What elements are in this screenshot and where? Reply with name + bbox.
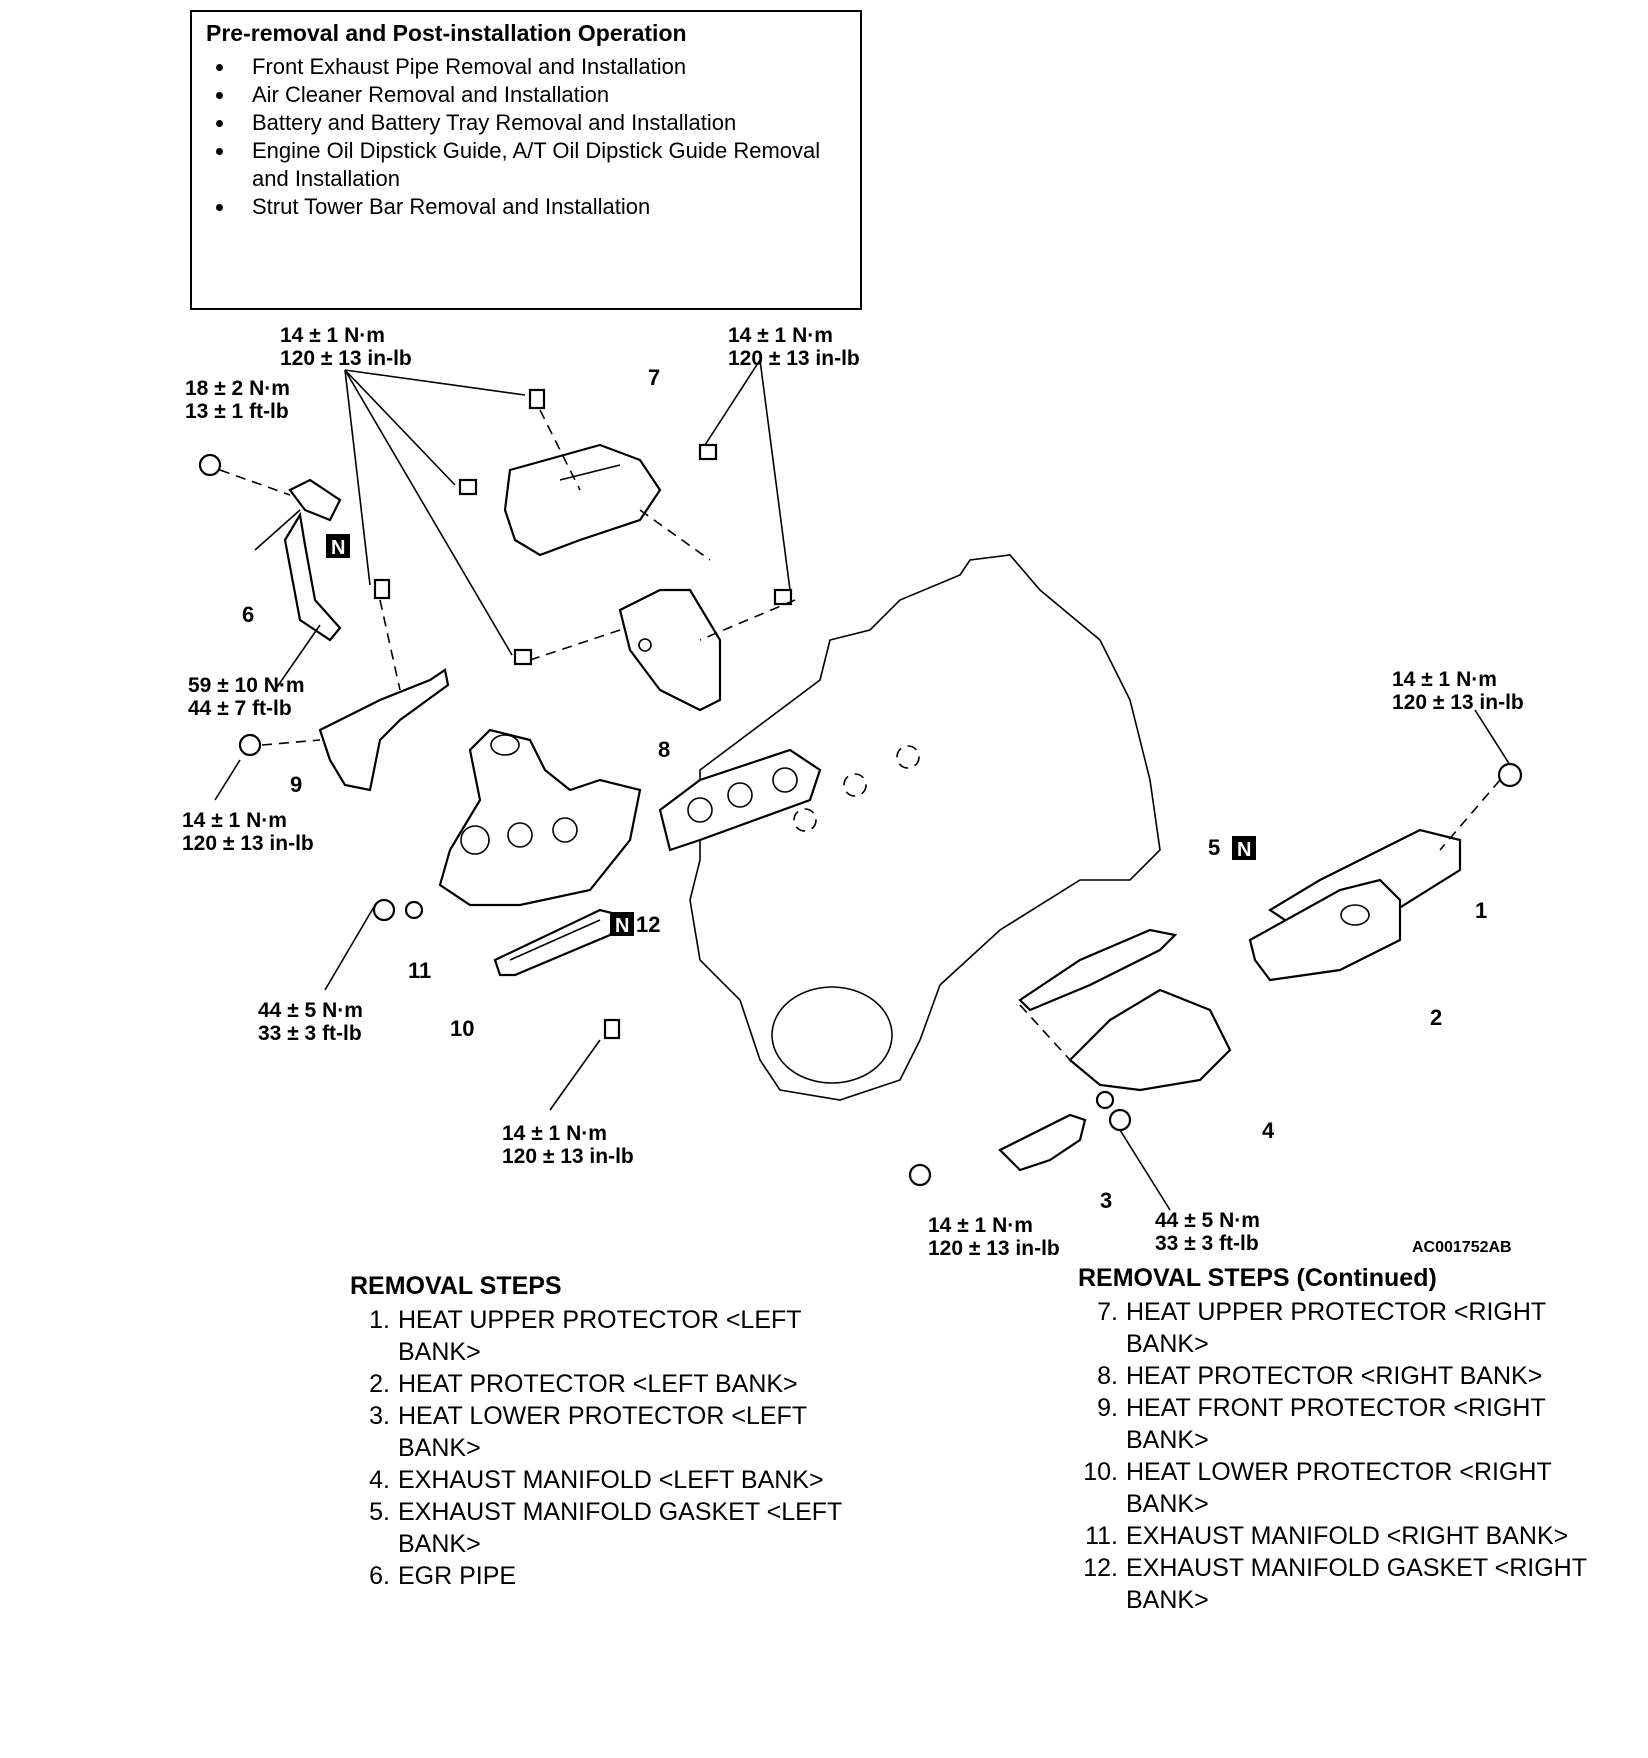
torque-label: 120 ± 13 in-lb <box>1392 691 1524 714</box>
pre-removal-title: Pre-removal and Post-installation Operat… <box>206 20 687 46</box>
callout-3: 3 <box>1100 1188 1112 1213</box>
pre-removal-item: Battery and Battery Tray Removal and Ins… <box>236 109 846 137</box>
exhaust-manifold-left <box>1068 988 1232 1092</box>
gasket-right <box>658 748 822 852</box>
pre-removal-list: Front Exhaust Pipe Removal and Installat… <box>206 53 846 221</box>
callout-12: 12 <box>636 912 660 937</box>
callout-5: 5 <box>1208 835 1220 860</box>
heat-lower-protector-left <box>998 1113 1087 1172</box>
heat-protector-left <box>1248 878 1402 982</box>
torque-label: 120 ± 13 in-lb <box>502 1145 634 1168</box>
step-item: 11.EXHAUST MANIFOLD <RIGHT BANK> <box>1085 1522 1569 1550</box>
heat-front-protector-right <box>318 668 450 792</box>
pre-removal-item: Air Cleaner Removal and Installation <box>236 81 846 109</box>
callout-10: 10 <box>450 1016 474 1041</box>
step-item: 9.HEAT FRONT PROTECTOR <RIGHT BANK> <box>1097 1394 1546 1454</box>
heat-protector-right <box>618 588 722 712</box>
torque-label: 33 ± 3 ft-lb <box>1155 1232 1259 1255</box>
torque-label: 44 ± 7 ft-lb <box>188 697 292 720</box>
torque-label: 14 ± 1 N·m <box>182 809 287 832</box>
torque-label: 44 ± 5 N·m <box>1155 1209 1260 1232</box>
pre-removal-box: Pre-removal and Post-installation Operat… <box>190 10 862 310</box>
torque-label: 120 ± 13 in-lb <box>928 1237 1060 1260</box>
torque-label: 14 ± 1 N·m <box>728 324 833 347</box>
figure-code: AC001752AB <box>1412 1239 1512 1256</box>
removal-steps-continued: REMOVAL STEPS (Continued) 7.HEAT UPPER P… <box>1078 1262 1618 1616</box>
engine-block <box>689 554 1161 1101</box>
torque-label: 14 ± 1 N·m <box>928 1214 1033 1237</box>
step-item: 8.HEAT PROTECTOR <RIGHT BANK> <box>1097 1362 1543 1390</box>
torque-label: 14 ± 1 N·m <box>280 324 385 347</box>
pre-removal-item: Strut Tower Bar Removal and Installation <box>236 193 846 221</box>
callout-numbers: 1 2 3 4 5 6 7 8 9 10 11 12 <box>242 365 1487 1213</box>
step-item: 6.EGR PIPE <box>369 1562 517 1590</box>
torque-label: 59 ± 10 N·m <box>188 674 305 697</box>
callout-9: 9 <box>290 772 302 797</box>
step-item: 12.EXHAUST MANIFOLD GASKET <RIGHT BANK> <box>1083 1554 1587 1614</box>
n-badge: N <box>1232 836 1256 861</box>
torque-label: 120 ± 13 in-lb <box>728 347 860 370</box>
step-item: 7.HEAT UPPER PROTECTOR <RIGHT BANK> <box>1097 1298 1546 1358</box>
torque-label: 120 ± 13 in-lb <box>182 832 314 855</box>
step-item: 1.HEAT UPPER PROTECTOR <LEFT BANK> <box>369 1306 802 1366</box>
callout-8: 8 <box>658 737 670 762</box>
exhaust-manifold-right <box>438 728 642 907</box>
callout-7: 7 <box>648 365 660 390</box>
torque-label: 120 ± 13 in-lb <box>280 347 412 370</box>
svg-text:N: N <box>1237 839 1251 861</box>
removal-steps-continued-heading: REMOVAL STEPS (Continued) <box>1078 1264 1437 1292</box>
heat-upper-protector-right <box>503 443 662 557</box>
step-item: 3.HEAT LOWER PROTECTOR <LEFT BANK> <box>369 1402 807 1462</box>
removal-steps: REMOVAL STEPS 1.HEAT UPPER PROTECTOR <LE… <box>350 1270 870 1592</box>
torque-label: 14 ± 1 N·m <box>1392 668 1497 691</box>
pre-removal-item: Engine Oil Dipstick Guide, A/T Oil Dipst… <box>236 137 846 193</box>
svg-text:N: N <box>615 915 629 937</box>
callout-6: 6 <box>242 602 254 627</box>
removal-steps-list: 1.HEAT UPPER PROTECTOR <LEFT BANK> 2.HEA… <box>350 1304 870 1592</box>
n-badge: N <box>326 534 350 559</box>
step-item: 2.HEAT PROTECTOR <LEFT BANK> <box>369 1370 798 1398</box>
removal-steps-continued-list: 7.HEAT UPPER PROTECTOR <RIGHT BANK> 8.HE… <box>1078 1296 1618 1616</box>
svg-text:N: N <box>331 537 345 559</box>
callout-2: 2 <box>1430 1005 1442 1030</box>
callout-1: 1 <box>1475 898 1487 923</box>
pre-removal-item: Front Exhaust Pipe Removal and Installat… <box>236 53 846 81</box>
bolts <box>198 388 1523 1187</box>
torque-labels: 14 ± 1 N·m 120 ± 13 in-lb 14 ± 1 N·m 120… <box>182 324 1524 1260</box>
torque-label: 44 ± 5 N·m <box>258 999 363 1022</box>
n-badge: N <box>610 912 634 937</box>
exploded-diagram: 14 ± 1 N·m 120 ± 13 in-lb 14 ± 1 N·m 120… <box>182 324 1524 1260</box>
torque-label: 33 ± 3 ft-lb <box>258 1022 362 1045</box>
step-item: 10.HEAT LOWER PROTECTOR <RIGHT BANK> <box>1083 1458 1552 1518</box>
callout-4: 4 <box>1262 1118 1275 1143</box>
step-item: 4.EXHAUST MANIFOLD <LEFT BANK> <box>369 1466 824 1494</box>
removal-steps-heading: REMOVAL STEPS <box>350 1272 562 1300</box>
gasket-left <box>1018 928 1178 1012</box>
torque-label: 18 ± 2 N·m <box>185 377 290 400</box>
torque-label: 13 ± 1 ft-lb <box>185 400 289 423</box>
step-item: 5.EXHAUST MANIFOLD GASKET <LEFT BANK> <box>369 1498 842 1558</box>
leader-lines <box>214 359 1511 1211</box>
callout-11: 11 <box>408 958 431 983</box>
heat-lower-protector-right <box>493 908 622 977</box>
egr-pipe <box>283 478 342 642</box>
torque-label: 14 ± 1 N·m <box>502 1122 607 1145</box>
